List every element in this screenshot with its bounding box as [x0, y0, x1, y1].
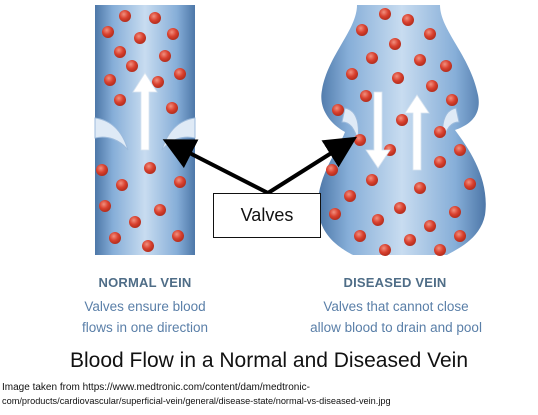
- diseased-vein-caption-line-2: allow blood to drain and pool: [290, 317, 502, 338]
- blood-cell: [394, 202, 406, 214]
- blood-cell: [366, 174, 378, 186]
- blood-cell: [129, 216, 141, 228]
- blood-cell: [414, 54, 426, 66]
- blood-cell: [379, 8, 391, 20]
- normal-vein-caption-line-1: Valves ensure blood: [60, 296, 230, 317]
- blood-cell: [426, 80, 438, 92]
- blood-cell: [109, 232, 121, 244]
- blood-cell: [102, 26, 114, 38]
- blood-cell: [404, 234, 416, 246]
- blood-cell: [116, 179, 128, 191]
- blood-cell: [372, 214, 384, 226]
- blood-cell: [174, 68, 186, 80]
- blood-cell: [424, 28, 436, 40]
- blood-cell: [329, 208, 341, 220]
- blood-cell: [134, 32, 146, 44]
- blood-cell: [424, 220, 436, 232]
- blood-cell: [379, 244, 391, 256]
- blood-cell: [344, 190, 356, 202]
- blood-cell: [396, 114, 408, 126]
- blood-cell: [114, 94, 126, 106]
- blood-cell: [389, 38, 401, 50]
- blood-cell: [356, 24, 368, 36]
- blood-cell: [166, 102, 178, 114]
- slide-title: Blood Flow in a Normal and Diseased Vein: [0, 349, 538, 373]
- blood-cell: [142, 240, 154, 252]
- blood-cell: [434, 244, 446, 256]
- source-citation-line-2: com/products/cardiovascular/superficial-…: [2, 396, 391, 406]
- blood-cell: [99, 200, 111, 212]
- blood-cell: [434, 126, 446, 138]
- diseased-vein-tube: [318, 5, 486, 255]
- blood-cell: [464, 178, 476, 190]
- blood-cell: [332, 104, 344, 116]
- diseased-vein-caption-line-1: Valves that cannot close: [290, 296, 502, 317]
- blood-cell: [414, 182, 426, 194]
- source-citation-line-1: Image taken from https://www.medtronic.c…: [2, 382, 310, 393]
- normal-vein-caption: Valves ensure blood flows in one directi…: [60, 296, 230, 338]
- blood-cell: [126, 60, 138, 72]
- blood-cell: [174, 176, 186, 188]
- blood-cell: [454, 230, 466, 242]
- blood-cell: [119, 10, 131, 22]
- blood-cell: [354, 230, 366, 242]
- blood-cell: [144, 162, 156, 174]
- normal-vein-caption-line-2: flows in one direction: [60, 317, 230, 338]
- blood-cell: [366, 52, 378, 64]
- blood-cell: [104, 74, 116, 86]
- blood-cell: [354, 134, 366, 146]
- blood-cell: [154, 204, 166, 216]
- blood-cell: [172, 230, 184, 242]
- blood-cell: [159, 50, 171, 62]
- diseased-vein-heading: DISEASED VEIN: [300, 275, 490, 290]
- blood-cell: [360, 90, 372, 102]
- blood-cell: [440, 60, 452, 72]
- blood-cell: [326, 164, 338, 176]
- blood-cell: [402, 14, 414, 26]
- diseased-vein-caption: Valves that cannot close allow blood to …: [290, 296, 502, 338]
- blood-cell: [392, 72, 404, 84]
- blood-cell: [446, 94, 458, 106]
- blood-cell: [346, 68, 358, 80]
- blood-cell: [167, 28, 179, 40]
- blood-cell: [96, 164, 108, 176]
- blood-cell: [149, 12, 161, 24]
- blood-cell: [454, 144, 466, 156]
- blood-cell: [114, 46, 126, 58]
- blood-cell: [434, 156, 446, 168]
- normal-vein-heading: NORMAL VEIN: [70, 275, 220, 290]
- blood-cell: [449, 206, 461, 218]
- valves-callout-label: Valves: [213, 193, 321, 238]
